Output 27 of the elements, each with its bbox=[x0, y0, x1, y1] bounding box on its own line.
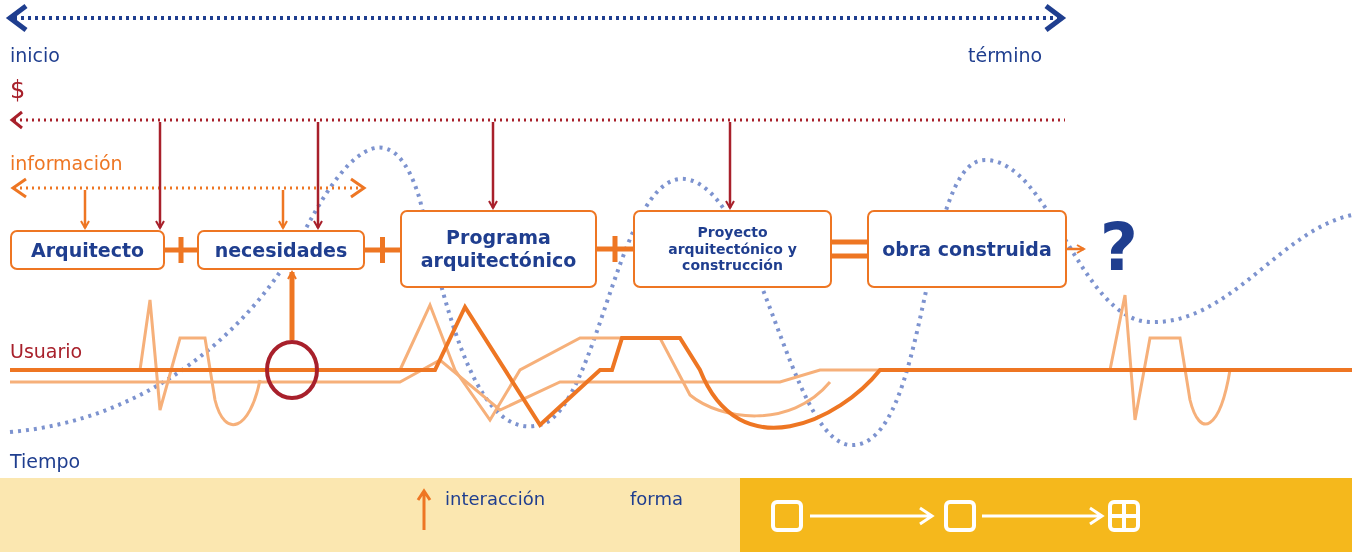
arrow bbox=[287, 271, 297, 340]
process-box: Arquitecto bbox=[10, 230, 165, 270]
axis-label: Usuario bbox=[10, 340, 83, 362]
axis-label: información bbox=[10, 152, 123, 174]
timeline-label: término bbox=[968, 44, 1043, 66]
arrow bbox=[278, 190, 288, 229]
process-box: necesidades bbox=[197, 230, 365, 270]
connector bbox=[162, 234, 200, 266]
circle-outline bbox=[265, 340, 319, 400]
process-box: obra construida bbox=[867, 210, 1067, 288]
legend-label: interacción bbox=[445, 488, 546, 509]
connector bbox=[829, 239, 870, 259]
arrow bbox=[725, 122, 735, 209]
axis-label: Tiempo bbox=[10, 450, 81, 472]
question-mark: ? bbox=[1086, 208, 1152, 288]
arrow bbox=[80, 190, 90, 229]
connector bbox=[362, 234, 403, 266]
timeline-label: inicio bbox=[10, 44, 60, 66]
arrow bbox=[313, 122, 323, 229]
process-box: Programa arquitectónico bbox=[400, 210, 597, 288]
arrow bbox=[1067, 244, 1085, 254]
currency-label: $ bbox=[10, 76, 26, 104]
arrow bbox=[155, 122, 165, 229]
legend-label: forma bbox=[630, 488, 683, 509]
process-box: Proyecto arquitectónico y construcción bbox=[633, 210, 832, 288]
connector bbox=[594, 233, 636, 265]
arrow bbox=[488, 122, 498, 209]
